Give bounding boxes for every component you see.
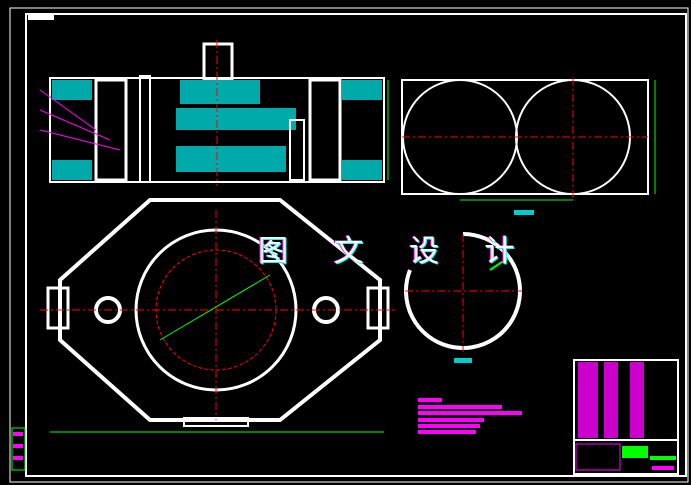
watermark-text: 图 文 设 计	[258, 234, 533, 269]
plan-view	[40, 198, 395, 433]
detail-view	[404, 232, 522, 363]
section-view	[39, 40, 389, 186]
technical-notes	[418, 398, 522, 434]
top-view	[401, 78, 656, 215]
inner-frame	[25, 13, 687, 477]
side-stamp	[11, 427, 26, 471]
outer-frame	[9, 7, 689, 483]
title-tab	[28, 14, 54, 20]
title-block	[573, 359, 679, 475]
